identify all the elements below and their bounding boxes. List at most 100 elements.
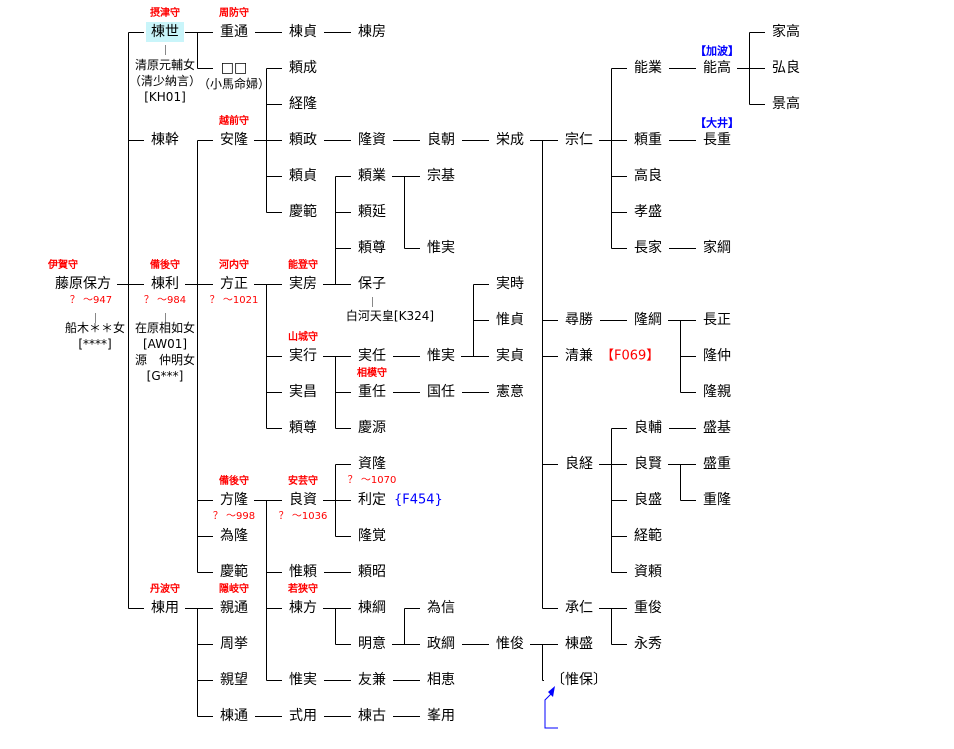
person-name: 良輔 <box>634 420 662 436</box>
person-name: 頼延 <box>358 204 386 220</box>
person-name: 経隆 <box>289 96 317 112</box>
office-title: 若狭守 <box>288 584 318 595</box>
person-name: 慶源 <box>358 420 386 436</box>
person-name: 方正 <box>220 276 248 292</box>
person-name: 安隆 <box>220 132 248 148</box>
person-name: 頼成 <box>289 60 317 76</box>
person-name: 峯用 <box>427 708 455 724</box>
arrow-head-icon[interactable] <box>548 686 555 697</box>
person-name: 惟実 <box>289 672 317 688</box>
family-tag: 【加波】 <box>695 44 739 58</box>
person-name: 頼貞 <box>289 168 317 184</box>
office-title: 丹波守 <box>150 584 180 595</box>
person-name: 資隆 <box>358 456 386 472</box>
person-name: 実時 <box>496 276 524 292</box>
office-title: 相模守 <box>357 368 387 379</box>
person-name: 家綱 <box>703 240 731 256</box>
person-name: 能高 <box>703 60 731 76</box>
person-name: 惟実 <box>427 240 455 256</box>
person-name: 式用 <box>289 708 317 724</box>
office-title: 山城守 <box>288 332 318 343</box>
person-name: 棟世 <box>146 22 184 42</box>
office-title: 隠岐守 <box>219 584 249 595</box>
spouse-line: [AW01] <box>142 337 188 351</box>
person-name: 弘良 <box>772 60 800 76</box>
person-name: 長家 <box>634 240 662 256</box>
reference-tag[interactable]: 【F069】 <box>601 348 660 364</box>
person-name: 頼政 <box>289 132 317 148</box>
life-dates: ？ ～984 <box>143 295 187 306</box>
person-note: （小馬命婦） <box>197 77 271 91</box>
person-name: 家高 <box>772 24 800 40</box>
person-name: 保子 <box>358 276 386 292</box>
spouse-line: [KH01] <box>144 90 186 104</box>
person-name: 重任 <box>358 384 386 400</box>
reference-tag[interactable]: {F454} <box>394 492 443 508</box>
office-title: 越前守 <box>219 116 249 127</box>
person-name: 棟通 <box>220 708 248 724</box>
person-name: 棟貞 <box>289 24 317 40</box>
spouse-line: [G***] <box>146 369 184 383</box>
person-name: 頼業 <box>358 168 386 184</box>
person-name: 惟貞 <box>496 312 524 328</box>
spouse-line: 在原相如女 <box>134 321 196 335</box>
person-name: 実房 <box>289 276 317 292</box>
person-name: 実行 <box>289 348 317 364</box>
person-name: 良経 <box>565 456 593 472</box>
person-name: 実貞 <box>496 348 524 364</box>
office-title: 摂津守 <box>150 8 180 19</box>
person-name: 能業 <box>634 60 662 76</box>
person-name: 隆綱 <box>634 312 662 328</box>
person-name: 隆資 <box>358 132 386 148</box>
person-note: 白河天皇[K324] <box>345 309 435 323</box>
person-name: 政綱 <box>427 636 455 652</box>
person-name: 為隆 <box>220 528 248 544</box>
office-title: 安芸守 <box>288 476 318 487</box>
person-name: 棟綱 <box>358 600 386 616</box>
person-name: 良賢 <box>634 456 662 472</box>
life-dates: ？ ～947 <box>69 295 113 306</box>
office-title: 備後守 <box>219 476 249 487</box>
person-name: 隆親 <box>703 384 731 400</box>
life-dates: ？ ～1070 <box>347 475 397 486</box>
person-name: 高良 <box>634 168 662 184</box>
person-name: 経範 <box>634 528 662 544</box>
person-name: 親望 <box>220 672 248 688</box>
link-arrow-line[interactable] <box>544 693 558 729</box>
person-name: 頼昭 <box>358 564 386 580</box>
person-name: 憲意 <box>496 384 524 400</box>
office-title: 備後守 <box>150 260 180 271</box>
person-name: 景高 <box>772 96 800 112</box>
person-name: 永秀 <box>634 636 662 652</box>
person-name: 友兼 <box>358 672 386 688</box>
person-name: 良盛 <box>634 492 662 508</box>
person-name: 〔惟保〕 <box>551 672 607 688</box>
person-name: 藤原保方 <box>55 276 111 292</box>
person-name: 棟古 <box>358 708 386 724</box>
person-name: 国任 <box>427 384 455 400</box>
person-name: 隆覚 <box>358 528 386 544</box>
person-name: 宗基 <box>427 168 455 184</box>
person-name: 棟利 <box>151 276 179 292</box>
person-name: 棟方 <box>289 600 317 616</box>
spouse-line: [****] <box>78 337 112 351</box>
person-name: 為信 <box>427 600 455 616</box>
person-name: 長重 <box>703 132 731 148</box>
person-name: 清兼 <box>565 348 593 364</box>
office-title: 河内守 <box>219 260 249 271</box>
person-name: 惟頼 <box>289 564 317 580</box>
person-name: 良資 <box>289 492 317 508</box>
person-name: 棟房 <box>358 24 386 40</box>
life-dates: ？ ～998 <box>212 511 256 522</box>
person-name: 重隆 <box>703 492 731 508</box>
office-title: 伊賀守 <box>48 260 78 271</box>
person-name: 頼重 <box>634 132 662 148</box>
person-name: 親通 <box>220 600 248 616</box>
spouse-line: 清原元輔女 <box>134 58 196 72</box>
person-name: 盛重 <box>703 456 731 472</box>
person-name: 利定 <box>358 492 386 508</box>
person-name: 慶範 <box>220 564 248 580</box>
person-name: 長正 <box>703 312 731 328</box>
person-name: 栄成 <box>496 132 524 148</box>
